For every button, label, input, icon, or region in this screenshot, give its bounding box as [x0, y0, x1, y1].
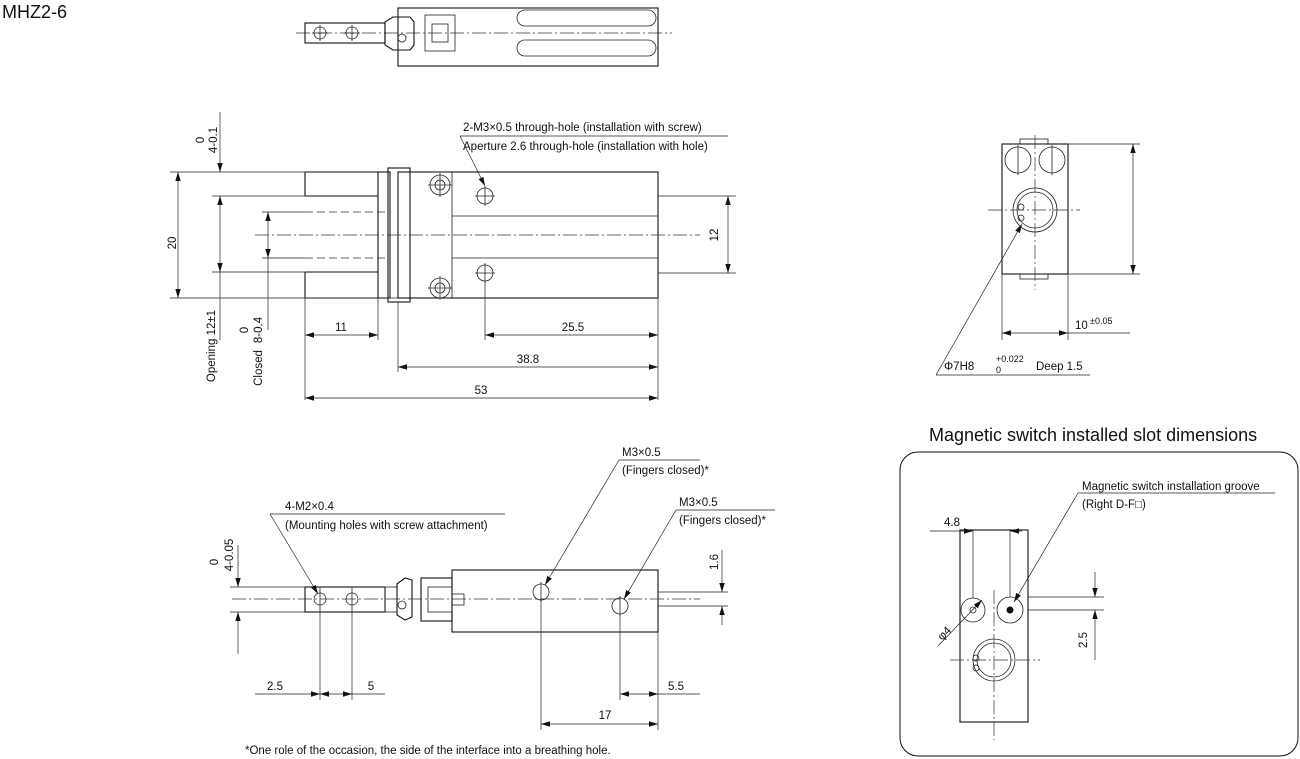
port2-callout-line1: M3×0.5 [679, 497, 718, 509]
footnote: *One role of the occasion, the side of t… [245, 745, 611, 757]
bottom-view: 4-M2×0.4 (Mounting holes with screw atta… [209, 447, 775, 757]
slot-panel: 4.8 φ4 2.5 Magnetic switch installation … [899, 451, 1299, 757]
tol-closed-zero: 0 [239, 327, 251, 333]
dim-17: 17 [599, 710, 612, 722]
side-view: 10 ±0.05 Φ7H8 +0.022 0 Deep 1.5 [935, 135, 1140, 376]
bore-spec: Φ7H8 [944, 361, 974, 373]
dim-10-tolerance: ±0.05 [1090, 316, 1112, 326]
slot-dim-phi4: φ4 [936, 624, 955, 643]
front-view: 2-M3×0.5 through-hole (installation with… [167, 112, 736, 401]
screw-symbol [428, 173, 452, 197]
model-label: MHZ2-6 [2, 2, 67, 22]
bore-tol-lower: 0 [996, 365, 1001, 375]
port1-callout-line2: (Fingers closed)* [622, 465, 709, 477]
dim-53: 53 [475, 385, 488, 397]
port1-callout-line1: M3×0.5 [622, 447, 661, 459]
dim-opening: Opening 12±1 [206, 310, 218, 382]
dim-2-5: 2.5 [267, 681, 283, 693]
bore-tol-upper: +0.022 [996, 354, 1024, 364]
dim-5: 5 [368, 681, 374, 693]
groove-callout-line2: (Right D-F□) [1082, 499, 1146, 511]
dim-height-20: 20 [167, 237, 179, 250]
tol-top-value: 4-0.1 [208, 127, 220, 153]
mount-holes-callout-line1: 4-M2×0.4 [285, 501, 335, 513]
port2-callout-line2: (Fingers closed)* [679, 515, 766, 527]
tol-value: 4-0.05 [224, 539, 236, 572]
dim-10: 10 [1075, 320, 1088, 332]
dim-11: 11 [335, 322, 347, 334]
through-hole-callout-line2: Aperture 2.6 through-hole (installation … [463, 141, 708, 153]
panel-title: Magnetic switch installed slot dimension… [929, 425, 1257, 445]
tol-zero: 0 [209, 559, 221, 565]
mount-hole-symbol [344, 25, 360, 41]
mount-holes-callout-line2: (Mounting holes with screw attachment) [285, 520, 488, 532]
slot-dim-2-5: 2.5 [1078, 632, 1090, 648]
tol-top-zero: 0 [195, 137, 207, 143]
groove-callout-line1: Magnetic switch installation groove [1082, 481, 1260, 493]
dim-38-8: 38.8 [517, 354, 539, 366]
tol-closed-value: 8-0.4 [253, 316, 265, 343]
screw-symbol [428, 276, 452, 300]
dim-5-5: 5.5 [668, 681, 684, 693]
dim-closed-label: Closed [253, 350, 265, 386]
through-hole-symbol [475, 186, 495, 206]
through-hole-callout-line1: 2-M3×0.5 through-hole (installation with… [463, 122, 702, 134]
dim-12: 12 [709, 229, 721, 242]
mount-hole-symbol [312, 25, 328, 41]
mount-hole-symbol [345, 587, 359, 612]
dim-25-5: 25.5 [562, 322, 584, 334]
top-view [296, 7, 672, 67]
dim-1-6: 1.6 [709, 554, 721, 570]
through-hole-symbol [475, 263, 495, 283]
bore-depth: Deep 1.5 [1036, 361, 1083, 373]
slot-dim-4-8: 4.8 [944, 517, 960, 529]
